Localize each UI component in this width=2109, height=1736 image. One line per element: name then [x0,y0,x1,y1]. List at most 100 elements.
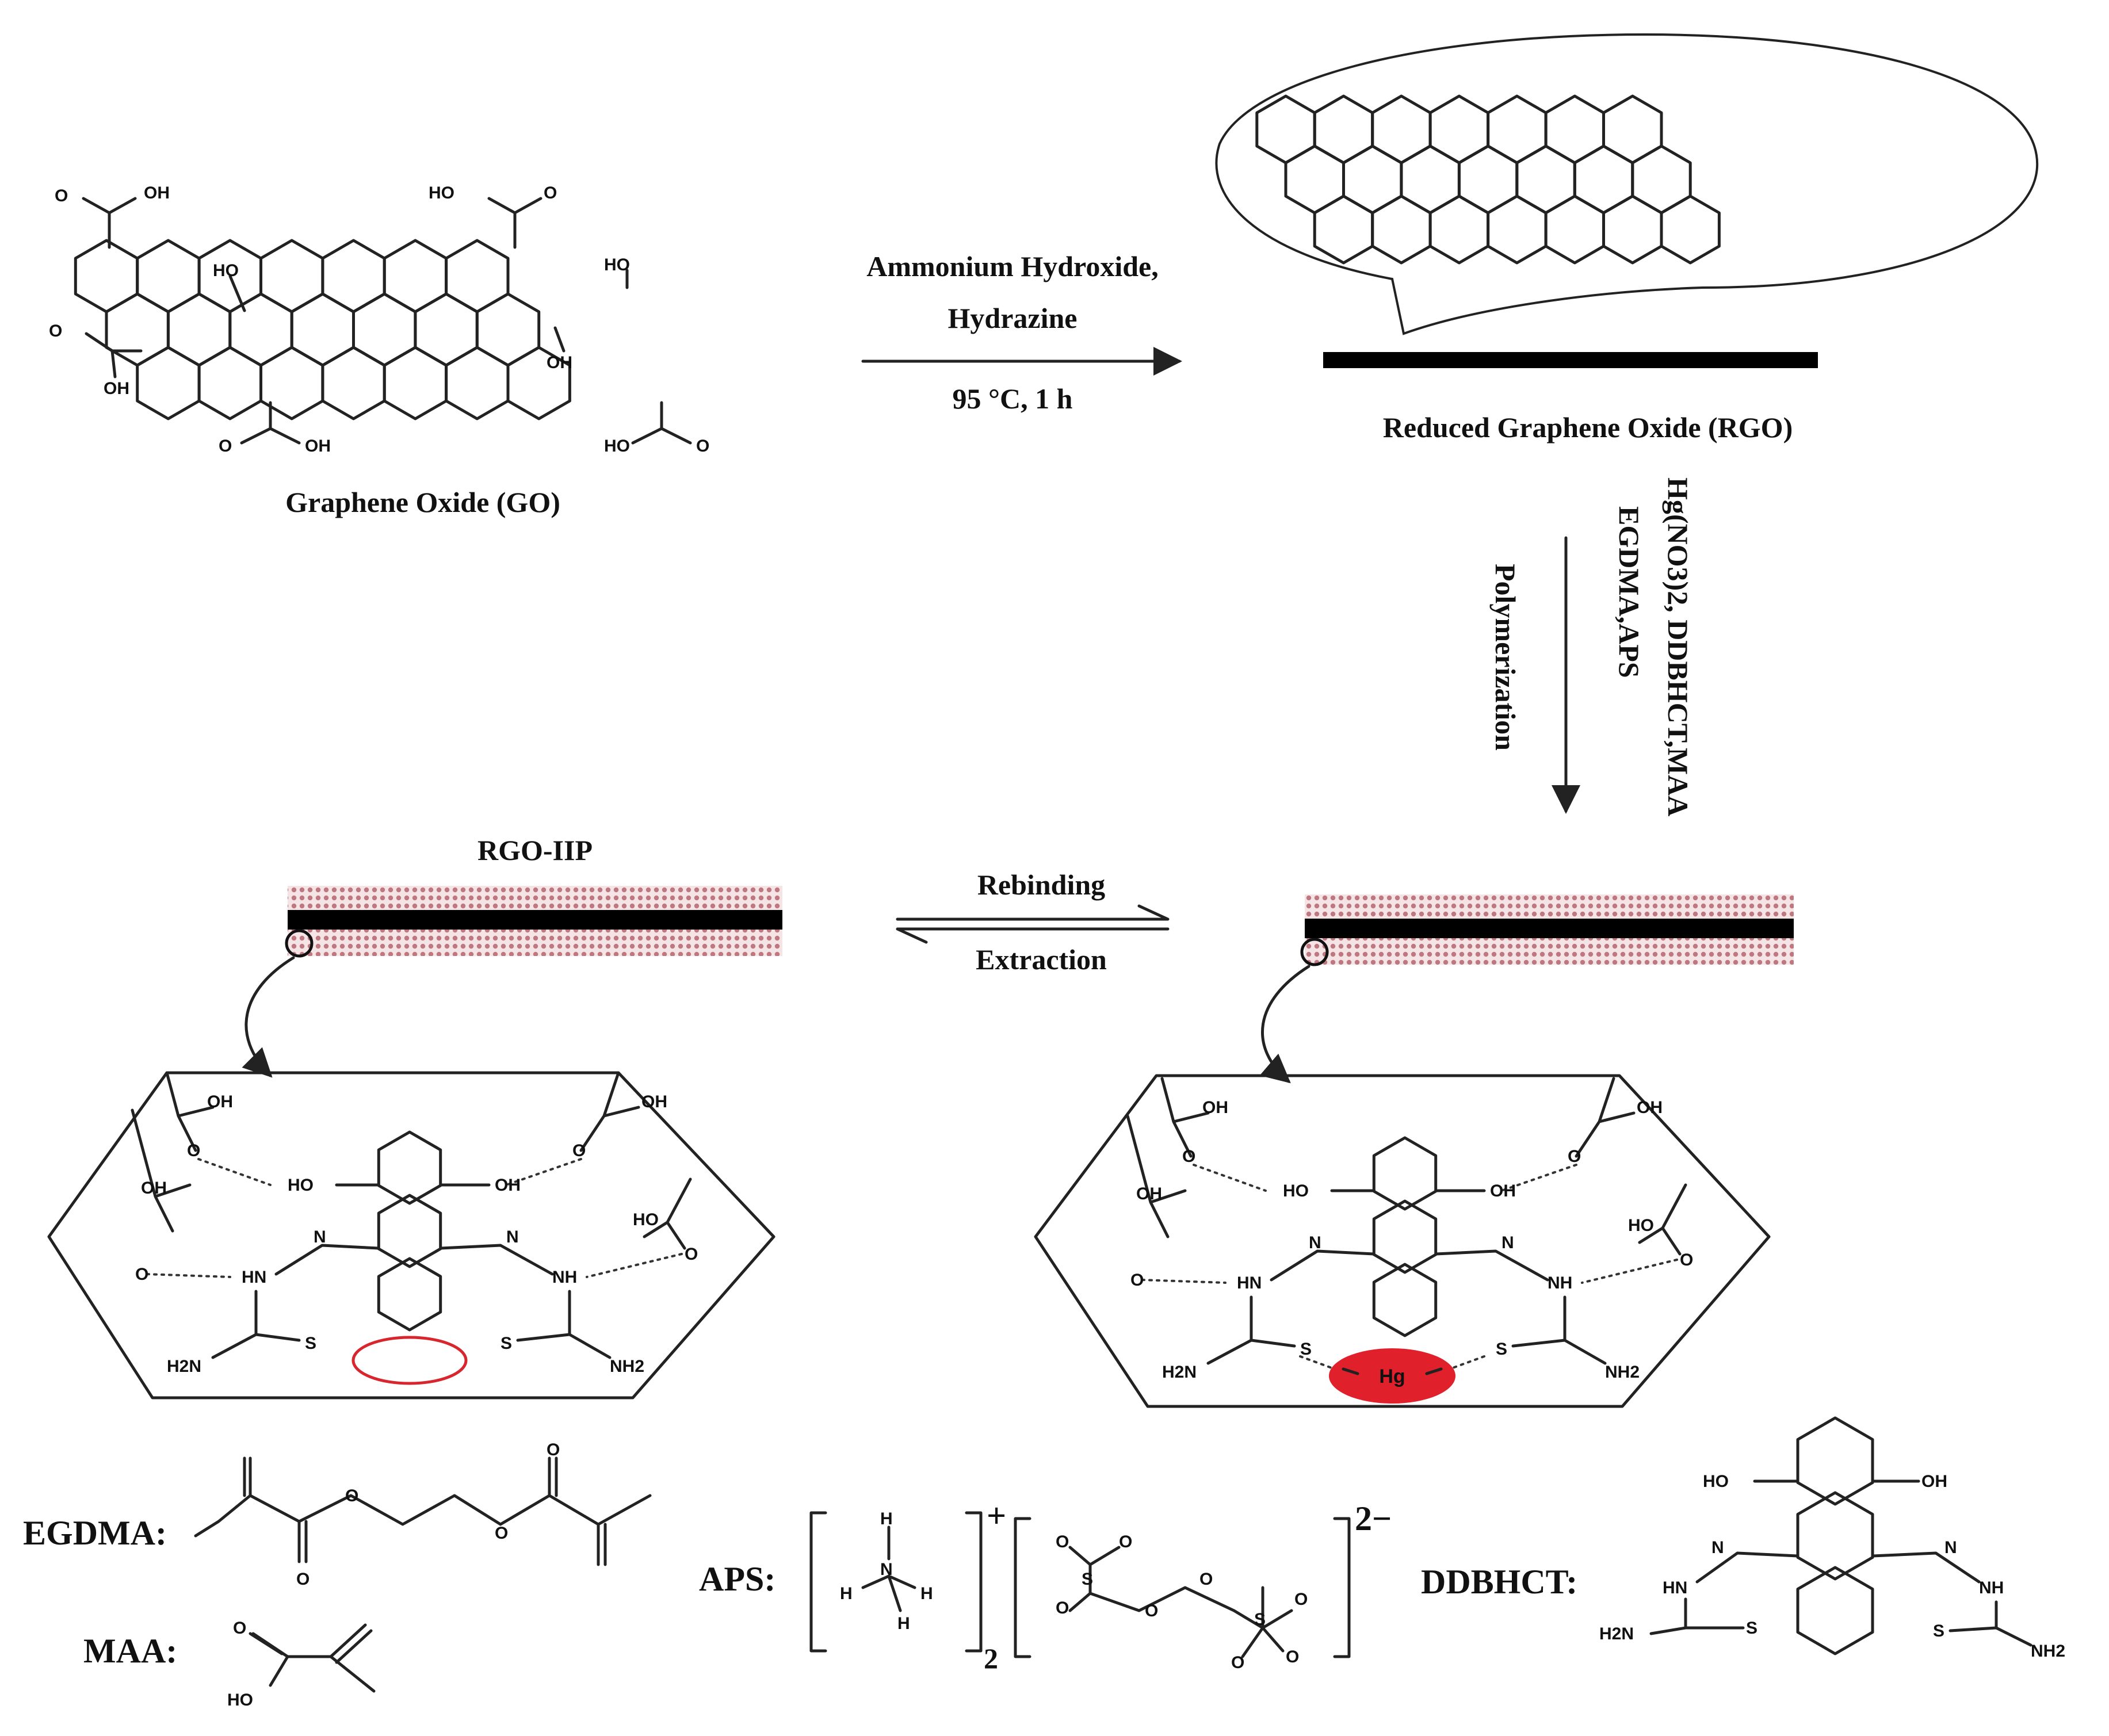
atom-label: O [572,1141,586,1160]
atom-label: O [1294,1590,1308,1609]
bond [1638,1183,1687,1256]
hexagon-ring [1284,144,1345,215]
polymerization-label: Polymerization [1489,564,1522,751]
atom-label: H2N [167,1357,201,1376]
cavity-frame [47,1071,775,1399]
atom-label: H [840,1584,853,1603]
hexagon-ring [136,346,201,420]
hexagon-ring [321,346,386,420]
hexagon-ring [1400,144,1461,215]
atom-label: NH [552,1268,577,1287]
hexagon-ring [1487,94,1548,165]
atom-label: O [1130,1271,1144,1290]
atom-label: H2N [1162,1363,1197,1382]
hexagon-ring [259,239,324,313]
reagent-hydrazine: Hydrazine [948,302,1078,334]
extraction-arrow [896,927,1170,944]
s-hg-bond [1299,1355,1336,1370]
hg-label: Hg [1379,1366,1405,1387]
atom-label: S [1254,1610,1266,1629]
hexagon-ring [1313,94,1374,165]
atom-label: O [1119,1532,1132,1551]
hexagon-ring [1602,194,1663,265]
hexagon-ring [445,239,510,313]
polymerization-step: Hg(NO3)2, DDBHCT,MAA EGDMA,APS Polymeriz… [1489,477,1694,816]
hydrogen-bond [586,1253,683,1278]
aps-subscript: 2 [984,1642,998,1674]
reaction-condition: 95 °C, 1 h [953,383,1073,415]
s-hg-bond [1449,1355,1485,1370]
rgo-sheet-core [1305,919,1794,938]
rgo-structure: Reduced Graphene Oxide (RGO) [1215,33,2039,443]
atom-label: N [1309,1233,1321,1252]
hexagon-ring [197,346,262,420]
atom-label: N [880,1560,893,1579]
atom-label: O [345,1486,358,1505]
atom-label: OH [495,1176,521,1195]
aps-bracket-1 [809,1511,983,1653]
atom-label: NH [1548,1274,1572,1293]
bond [1126,1114,1187,1238]
hexagon-ring [1544,94,1605,165]
atom-label: HN [1663,1578,1687,1597]
bond [1511,1295,1607,1365]
hexagon-ring [1796,1566,1874,1655]
atom-label: N [1501,1233,1514,1252]
atom-label: O [1145,1601,1158,1620]
atom-label: O [49,322,62,341]
ammonium-bonds [861,1525,916,1612]
atom-label: S [1496,1340,1507,1359]
atom-label: OH [144,183,170,202]
atom-label: S [1082,1570,1093,1589]
hexagon-ring [445,346,510,420]
hexagon-ring [1544,194,1605,265]
go-hexagon-lattice [74,239,571,420]
egdma-skeleton [194,1456,652,1566]
rgo-iip-label: RGO-IIP [477,834,593,866]
go-atom-labels: O OH HO O O OH HO HO OH O OH HO O [49,183,709,456]
atom-label: O [135,1265,148,1284]
bond [1434,1249,1549,1282]
atom-label: NH2 [1605,1363,1640,1382]
hexagon-ring [321,239,386,313]
atom-label: OH [141,1179,167,1198]
atom-label: OH [641,1092,667,1111]
egdma-legend: EGDMA: O O O O [23,1440,652,1589]
atom-label: H [880,1509,893,1528]
aps-charge: 2− [1355,1500,1392,1538]
atom-label: O [547,1440,560,1459]
hexagon-ring [1428,94,1490,165]
hexagon-ring [1255,94,1316,165]
atom-label: HN [242,1268,266,1287]
atom-label: N [1711,1538,1724,1557]
hexagon-ring [1796,1416,1874,1506]
hexagon-ring [377,1130,442,1205]
polymer-layer-top [1305,894,1794,919]
aps-plus: + [987,1497,1006,1535]
bond [516,1290,612,1359]
go-carboxyl-groups [82,197,692,445]
hexagon-ring [1796,1491,1874,1581]
atom-label: O [55,186,68,205]
atom-label: HN [1237,1274,1262,1293]
atom-label: HO [213,261,239,280]
bond [1948,1600,2032,1647]
hg-ion [1329,1348,1455,1404]
hydrogen-bond [197,1158,272,1186]
zoom-arrow [242,956,295,1078]
hexagon-ring [228,292,293,367]
atom-label: OH [547,353,572,372]
atom-label: OH [1136,1184,1162,1203]
maa-label: MAA: [83,1632,177,1670]
atom-label: N [314,1228,326,1246]
bond [643,1177,692,1250]
graphene-oxide-structure: O OH HO O O OH HO HO OH O OH HO O Graphe… [49,183,709,518]
atom-label: HO [1628,1216,1654,1235]
atom-label: O [495,1524,508,1543]
rgo-label: Reduced Graphene Oxide (RGO) [1383,411,1793,443]
hexagon-ring [1372,1136,1438,1211]
hexagon-ring [1631,144,1692,215]
